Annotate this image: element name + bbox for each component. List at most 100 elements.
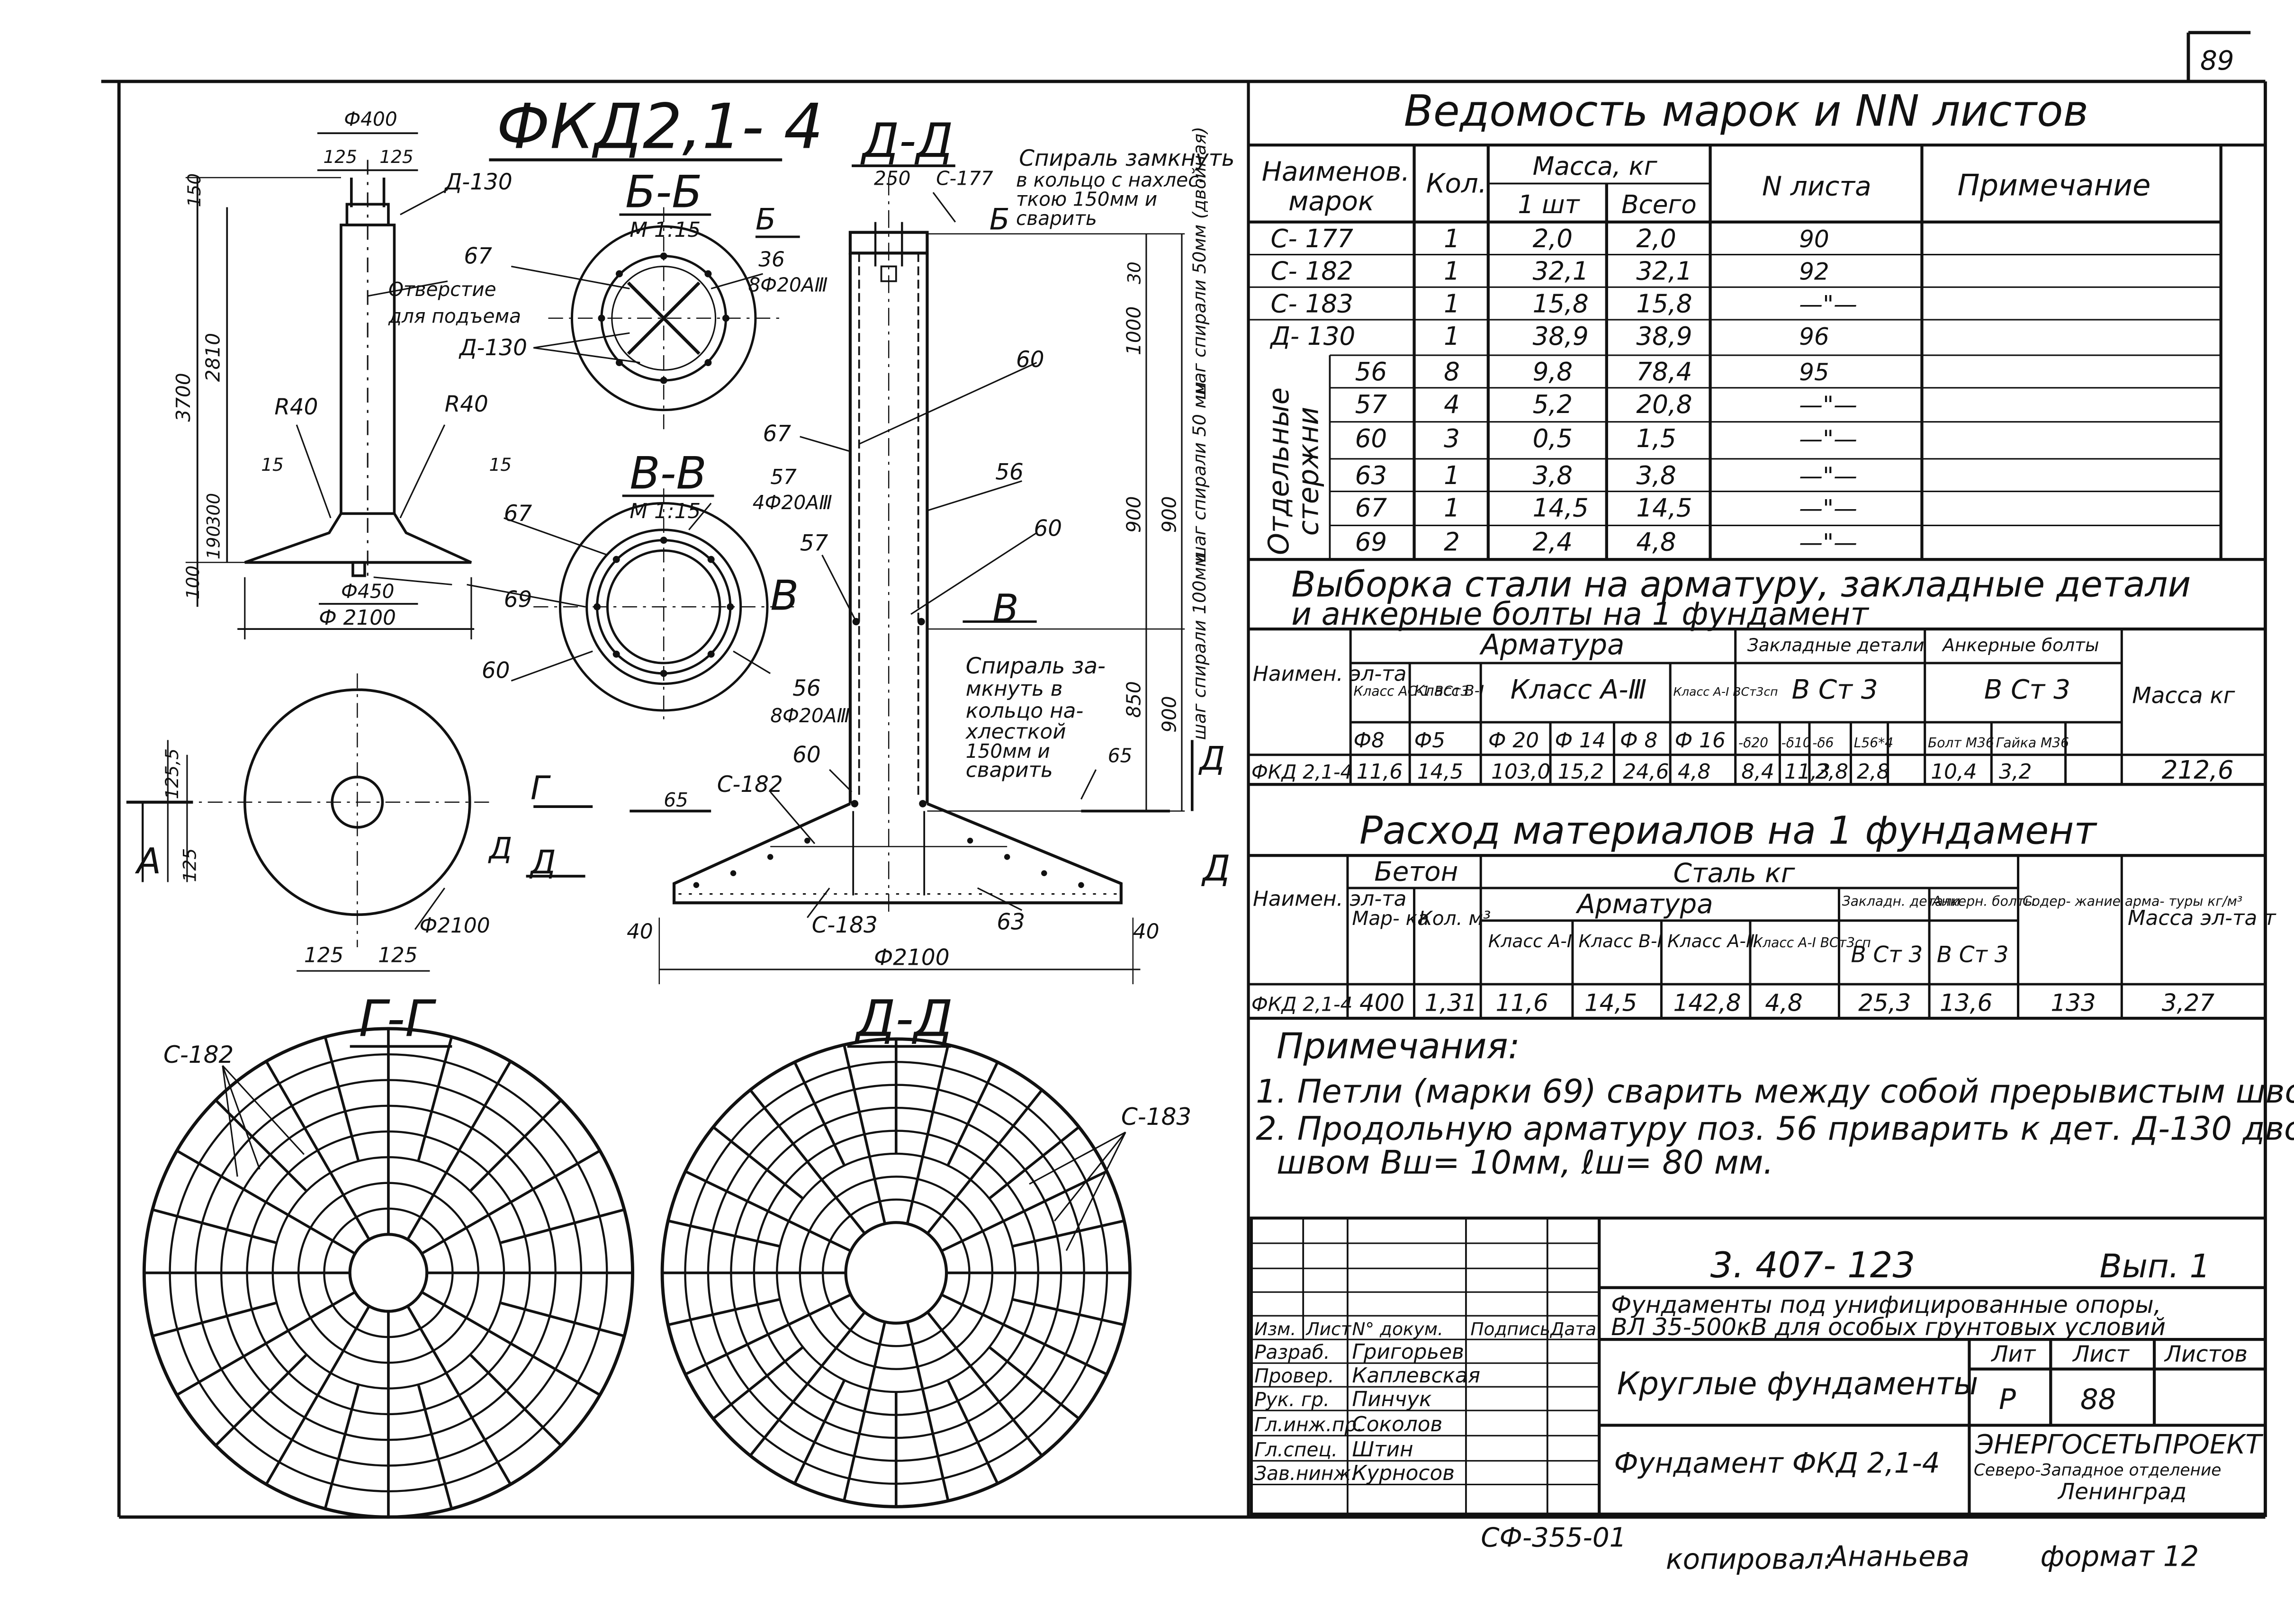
rashod-h-content: Содер- жание арма- туры кг/м³ [2023,894,2242,909]
vedomost-cell-total: 78,4 [1636,357,1692,386]
vyborka-h-cls1: Класс АС-1 ВСт3 [1353,683,1469,699]
mark-67-bb: 67 [464,243,492,269]
vedomost-cell-qty: 1 [1444,224,1460,253]
vedomost-cell-sheet: —"— [1799,391,1857,419]
dd-cage-spoke [941,1293,1107,1376]
dim-125-left: 125 [323,146,357,167]
dim-900-b: 900 [1158,496,1180,533]
vedomost-cell-qty: 1 [1444,289,1460,318]
mark-67-dd: 67 [763,421,792,447]
label-d130: Д-130 [444,169,513,195]
dd-cage-spoke [749,1089,866,1235]
rashod-row-cell: 4,8 [1765,989,1803,1016]
vyborka-row-cell: 2,8 [1857,760,1890,784]
rebar-57-vv: 4Ф20АⅢ [753,491,832,514]
dim-2810: 2810 [202,333,225,382]
rashod-row-cell: 13,6 [1940,989,1992,1016]
vyborka-h-ankernye: Анкерные болты [1942,635,2099,655]
vedomost-cell-one: 15,8 [1533,289,1589,318]
mark-36-bb: 36 [758,248,785,272]
vedomost-cell-sheet: —"— [1799,495,1857,522]
vedomost-cell-name: 56 [1355,357,1387,386]
dim-65-right: 65 [1108,744,1133,767]
note-spiral-bottom-5: 150мм и [966,740,1050,763]
vedomost-cell-sheet: —"— [1799,425,1857,453]
rashod-row-cell: 25,3 [1858,989,1911,1016]
mark-67-vv: 67 [504,501,532,527]
label-c177: С-177 [936,167,993,190]
rashod-row-name: ФКД 2,1-4 [1251,993,1353,1015]
section-dd-bottom: Д-Д С-183 [660,990,1191,1508]
vyborka-diam-cell: Ф8 [1353,728,1385,753]
dd-cage-spoke [926,1089,1043,1235]
dim-30: 30 [1124,261,1144,284]
stamp-person-name: Каплевская [1352,1364,1480,1388]
section-gg-title: Г-Г [359,990,437,1049]
footer-code: СФ-355-01 [1481,1523,1626,1553]
dd-cage-spoke [712,1346,803,1420]
vyborka-diam-cell: L56*4 [1854,735,1893,751]
vedomost-cell-qty: 4 [1444,390,1460,419]
rashod-h-zakl: Закладн. детали [1842,894,1961,909]
rebar-56-vv: 8Ф20АⅢ [770,704,850,727]
note-spiral-top: Спираль замкнуть в кольцо с нахлес- ткою… [1016,145,1235,230]
mark-56-dd: 56 [995,459,1024,485]
dim-125-right: 125 [379,146,414,167]
dd-cage-spoke [989,1126,1080,1199]
gg-cage-spoke [176,1291,356,1396]
dd-cage-spoke [989,1346,1080,1420]
dim-300: 300 [203,493,224,527]
dd-cage-spoke [843,1044,886,1224]
dim-40-left: 40 [627,919,653,943]
vedomost-cell-name: 57 [1355,390,1387,419]
vedomost-cell-name: 60 [1355,424,1387,453]
vyborka-h-vst3-a: В Ст 3 [1791,674,1878,705]
label-c182-gg: С-182 [163,1041,234,1068]
rebar-dots-vv [594,537,734,677]
vedomost-h-one: 1 шт [1518,190,1580,219]
mark-60-dd-b: 60 [1034,515,1062,541]
rashod-row-cell: 400 [1359,989,1404,1016]
gg-cage-spoke [265,1305,370,1485]
note-spiral-top-2: в кольцо с нахлес- [1016,169,1205,191]
cut-mark-d-dd-bottom: Д [1201,847,1231,889]
rebar-36-bb: 8Ф20АⅢ [748,274,828,296]
vedomost-cell-sheet: 96 [1799,323,1829,350]
vedomost-cell-one: 3,8 [1533,461,1573,490]
vedomost-cell-name: 69 [1355,527,1387,556]
vedomost-cell-name: С- 183 [1270,289,1353,318]
stamp-head-cell: Дата [1549,1319,1596,1339]
vyborka-h-cls2: Класс В-I [1414,682,1484,700]
stamp-doc-code: 3. 407- 123 [1710,1244,1916,1286]
vedomost-h-note: Примечание [1957,168,2150,202]
stamp-person-name: Соколов [1352,1412,1442,1436]
section-gg: Г-Г С-182 [142,990,634,1519]
note-1: 1. Петли (марки 69) сварить между собой … [1256,1073,2294,1111]
vedomost-cell-one: 14,5 [1533,493,1589,523]
gg-cage-spoke [406,1060,512,1240]
cut-mark-v-dd: В [992,586,1019,631]
vedomost-table: Ведомость марок и NN листов Наименов. ма… [1247,81,2266,1517]
label-r40-right: R40 [445,391,488,417]
vyborka-row-cell: 3,2 [1999,760,2032,784]
stamp-head-cell: Изм. [1254,1319,1296,1339]
stamp-subtitle-1: Фундаменты под унифицированные опоры, [1611,1291,2161,1319]
dd-cage-spoke [667,1298,780,1327]
stamp-name-2: Фундамент ФКД 2,1-4 [1614,1447,1940,1480]
mark-60-dd-c: 60 [792,742,821,768]
dd-cage-spoke [1013,1298,1125,1327]
dim-phi450: Ф450 [341,580,394,603]
gg-cage-spoke [324,1385,360,1509]
stamp-lit-h: Лит [1990,1341,2036,1367]
footer-format: формат 12 [2040,1540,2199,1573]
vyborka-row-cell: 11,6 [1357,760,1403,784]
dim-phi400: Ф400 [344,108,397,131]
dim-3700: 3700 [172,373,195,422]
dim-125-5: 125,5 [162,748,182,799]
foundation-plan: 125 125 125,5 125 Ф2100 А Г Д Д [126,673,593,972]
cut-mark-d-plan-2: Д [529,843,556,881]
stamp-org-3: Ленинград [2057,1479,2186,1505]
rashod-h-stal: Сталь кг [1673,858,1795,889]
gg-cage-spoke [501,1301,625,1337]
